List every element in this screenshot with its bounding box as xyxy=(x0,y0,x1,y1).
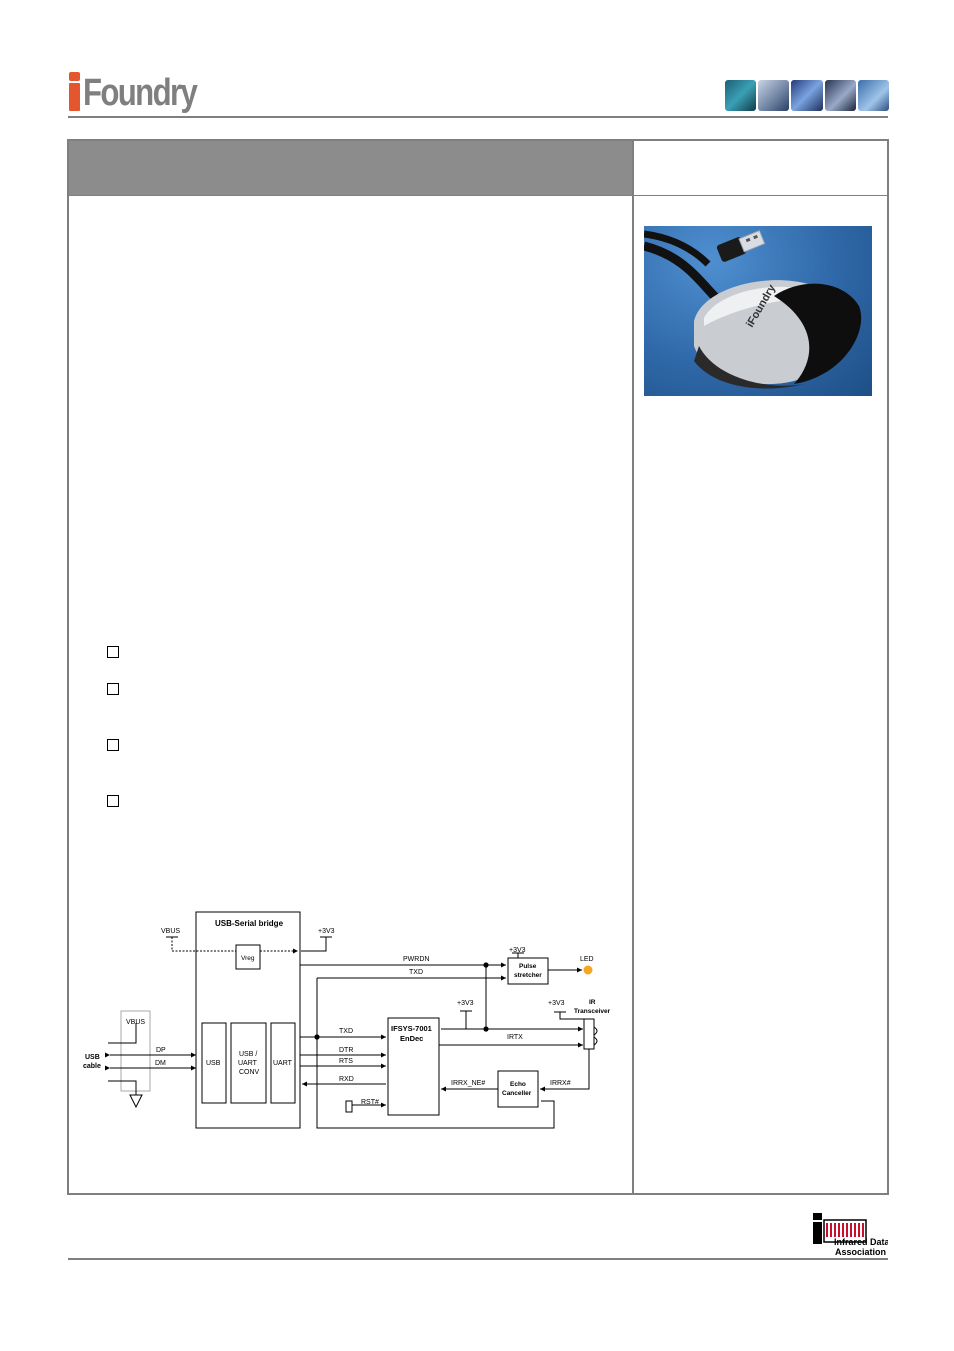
checklist-box-3 xyxy=(107,739,119,751)
echo-canceller-label-1: Echo xyxy=(510,1081,526,1088)
pwrdn-label: PWRDN xyxy=(403,956,429,963)
footer-rule xyxy=(68,1258,888,1260)
building-icon xyxy=(857,80,890,111)
usb-uart-conv-label-1: USB / xyxy=(239,1051,257,1058)
documents-icon xyxy=(758,80,790,111)
header-rule xyxy=(68,116,888,118)
irtx-label: IRTX xyxy=(507,1034,523,1041)
uart-block-label: UART xyxy=(273,1060,293,1067)
usb-uart-conv-label-2: UART xyxy=(238,1060,258,1067)
pulse-stretcher-label-1: Pulse xyxy=(519,963,537,970)
server-icon xyxy=(824,80,856,111)
rts-label: RTS xyxy=(339,1058,353,1065)
title-band-divider xyxy=(69,195,887,196)
txd-upper-label: TXD xyxy=(409,969,423,976)
rxd-label: RXD xyxy=(339,1076,354,1083)
dm-label: DM xyxy=(155,1060,166,1067)
irrx-ne-label: IRRX_NE# xyxy=(451,1080,485,1087)
usb-uart-conv-block xyxy=(230,1022,267,1104)
logo-text: Foundry xyxy=(83,72,198,114)
header-image-strip xyxy=(725,80,890,111)
vbus-connector-label: VBUS xyxy=(126,1019,145,1026)
plus3v3-ir-label: +3V3 xyxy=(548,1000,565,1007)
title-band xyxy=(69,141,632,195)
checklist-box-2 xyxy=(107,683,119,695)
txd-label: TXD xyxy=(339,1028,353,1035)
usb-block-label: USB xyxy=(206,1060,221,1067)
vreg-label: Vreg xyxy=(241,955,255,962)
column-divider xyxy=(632,141,634,1193)
usb-serial-bridge-label: USB-Serial bridge xyxy=(215,919,284,928)
pulse-stretcher-block xyxy=(507,957,549,985)
block-diagram: USB-Serial bridge VBUS +3V3 Vreg PWRDN T… xyxy=(80,905,615,1135)
circuit-board-icon xyxy=(725,80,757,111)
content-frame: iFoundry xyxy=(67,139,889,1195)
ir-transceiver-block xyxy=(583,1018,595,1050)
echo-canceller-label-2: Canceller xyxy=(502,1090,532,1097)
vreg-block xyxy=(235,944,261,970)
irda-line-2: Association xyxy=(835,1247,886,1257)
plus3v3-pulse-label: +3V3 xyxy=(509,947,526,954)
irda-line-1: Infrared Data xyxy=(834,1237,888,1247)
irrx-label: IRRX# xyxy=(550,1080,571,1087)
pens-icon xyxy=(791,80,823,111)
vbus-top-label: VBUS xyxy=(161,928,180,935)
echo-canceller-block xyxy=(497,1070,539,1108)
usb-uart-conv-label-3: CONV xyxy=(239,1069,260,1076)
uart-block xyxy=(270,1022,296,1104)
ifoundry-logo: Foundry xyxy=(68,70,221,112)
dtr-label: DTR xyxy=(339,1047,353,1054)
usb-block xyxy=(201,1022,227,1104)
logo-i-mark xyxy=(68,72,82,112)
rst-label: RST# xyxy=(361,1099,379,1106)
irda-logo: Infrared Data Association xyxy=(812,1211,891,1257)
product-photo: iFoundry xyxy=(644,226,872,396)
usb-cable-label-1: USB xyxy=(85,1054,100,1061)
dp-label: DP xyxy=(156,1047,166,1054)
plus3v3-top-label: +3V3 xyxy=(318,928,335,935)
plus3v3-endec-label: +3V3 xyxy=(457,1000,474,1007)
led-indicator-icon xyxy=(583,965,593,975)
endec-label-1: IFSYS-7001 xyxy=(391,1024,432,1033)
pulse-stretcher-label-2: stretcher xyxy=(514,972,542,979)
endec-label-2: EnDec xyxy=(400,1034,423,1043)
led-label: LED xyxy=(580,956,594,963)
ir-transceiver-label-1: IR xyxy=(589,999,596,1006)
ir-transceiver-label-2: Transceiver xyxy=(574,1008,611,1015)
usb-serial-bridge-box xyxy=(195,911,301,1129)
checklist-box-1 xyxy=(107,646,119,658)
endec-block xyxy=(387,1017,440,1116)
checklist-box-4 xyxy=(107,795,119,807)
usb-cable-label-2: cable xyxy=(83,1063,101,1070)
